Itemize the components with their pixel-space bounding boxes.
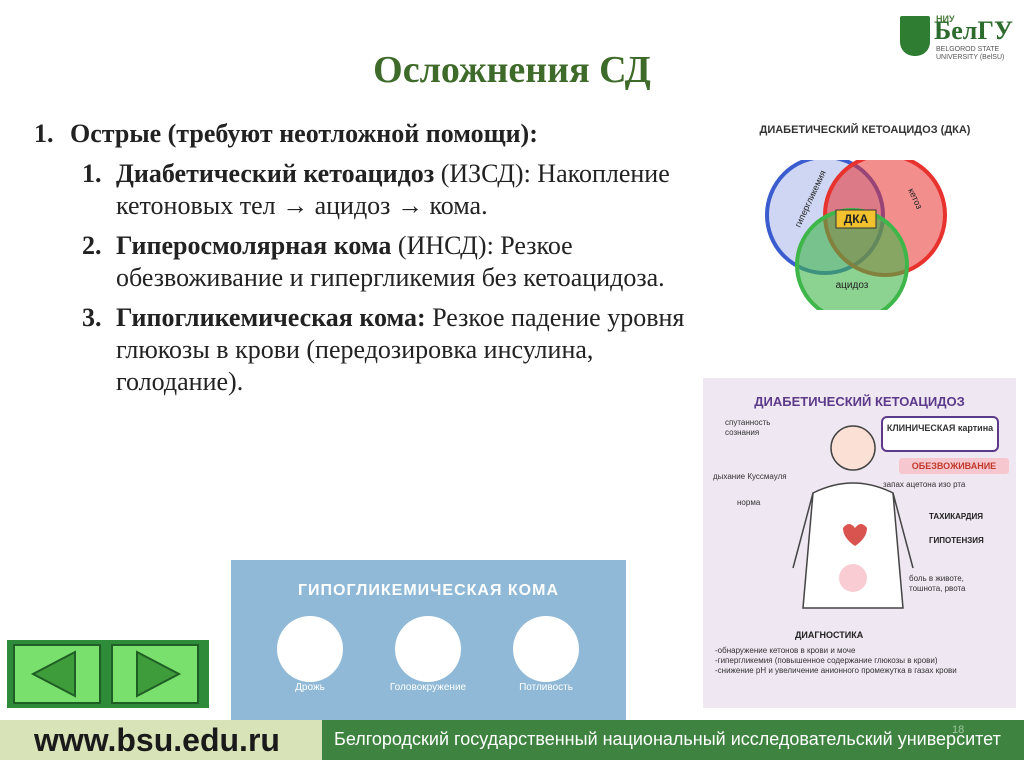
list-number: 1. <box>82 159 102 188</box>
hypo-label-dizziness: Головокружение <box>389 682 467 693</box>
dizziness-person-icon <box>395 616 461 682</box>
university-logo: НИУ БелГУ BELGOROD STATE UNIVERSITY (Bel… <box>900 14 1016 64</box>
hypoglycemic-coma-image: ГИПОГЛИКЕМИЧЕСКАЯ КОМА Дрожь Головокруже… <box>231 560 626 720</box>
list-item-text: Диабетический кетоацидоз (ИЗСД): Накопле… <box>116 158 706 222</box>
list-item-text: Гипогликемическая кома: Резкое падение у… <box>116 302 706 398</box>
list-item-bold: Диабетический кетоацидоз <box>116 159 435 188</box>
footer-url-link[interactable]: www.bsu.edu.ru <box>34 722 280 758</box>
venn-center-box <box>835 209 877 229</box>
venn-label-acidosis: ацидоз <box>836 280 869 291</box>
main-content: 1. Острые (требуют неотложной помощи): 1… <box>34 118 714 398</box>
list-item-rest: (ИНСД): Резкое обезвоживание и гиперглик… <box>116 231 665 292</box>
dka-venn-diagram: ДКА гипергликемия кетоз ацидоз <box>765 160 947 310</box>
clinical-picture-box: КЛИНИЧЕСКАЯ картина <box>881 416 999 452</box>
diagnostics-item: -обнаружение кетонов в крови и моче <box>715 646 856 655</box>
next-slide-button[interactable] <box>111 644 199 704</box>
list-item-bold: Гипогликемическая кома: <box>116 303 426 332</box>
logo-sub-line1: BELGOROD STATE <box>936 46 1000 53</box>
hypo-label-sweating: Потливость <box>519 682 573 693</box>
list-item-rest: Резкое падение уровня глюкозы в крови (п… <box>116 303 685 396</box>
list-number: 2. <box>82 231 102 260</box>
dka-diagram-title: ДИАБЕТИЧЕСКИЙ КЕТОАЦИДОЗ (ДКА) <box>759 124 971 136</box>
logo-top-text: НИУ <box>936 14 955 24</box>
dka-infographic: ДИАБЕТИЧЕСКИЙ КЕТОАЦИДОЗ КЛИНИЧЕСКАЯ кар… <box>703 378 1016 708</box>
diagnostics-list: -обнаружение кетонов в крови и моче -гип… <box>715 646 1010 676</box>
arrow-right-icon <box>136 650 182 698</box>
dehydration-badge: ОБЕЗВОЖИВАНИЕ <box>899 458 1009 474</box>
footer-left: www.bsu.edu.ru <box>0 720 322 760</box>
sweating-person-icon <box>513 616 579 682</box>
list-item: 3. Гипогликемическая кома: Резкое падени… <box>82 302 714 398</box>
list-number: 3. <box>82 303 102 332</box>
hypo-label-tremor: Дрожь <box>295 682 325 693</box>
footer-university-name: Белгородский государственный национальны… <box>334 729 1001 749</box>
logo-shield-icon <box>900 16 930 56</box>
person-figure-icon <box>792 425 914 609</box>
page-title: Осложнения СД <box>373 49 651 91</box>
hypo-image-title: ГИПОГЛИКЕМИЧЕСКАЯ КОМА <box>297 582 559 599</box>
venn-center-label: ДКА <box>844 212 869 226</box>
kussmaul-label: дыхание Куссмауля <box>713 472 787 481</box>
list-item-text: Гиперосмолярная кома (ИНСД): Резкое обез… <box>116 230 706 294</box>
arrow-left-icon <box>30 650 76 698</box>
footer-bar: www.bsu.edu.ru Белгородский государствен… <box>0 720 1024 760</box>
norm-label: норма <box>737 498 761 507</box>
logo-sub-line2: UNIVERSITY (BelSU) <box>936 54 1005 61</box>
page-number: 18 <box>952 724 965 736</box>
list-number: 1. <box>34 119 54 148</box>
diagnostics-heading: ДИАГНОСТИКА <box>795 630 864 640</box>
footer-right: Белгородский государственный национальны… <box>322 720 1024 760</box>
logo-main-text: БелГУ <box>934 16 1013 45</box>
list-heading: Острые (требуют неотложной помощи): <box>70 119 538 148</box>
logo-subtitle: BELGOROD STATE UNIVERSITY (BelSU) <box>936 46 1016 62</box>
diagnostics-item: -снижение pH и увеличение анионного пром… <box>715 666 957 675</box>
confusion-label: спутанность сознания <box>725 418 771 437</box>
diagnostics-item: -гипергликемия (повышенное содержание гл… <box>715 656 938 665</box>
acetone-label: запах ацетона изо рта <box>883 480 966 489</box>
list-item-bold: Гиперосмолярная кома <box>116 231 392 260</box>
list-item: 1. Диабетический кетоацидоз (ИЗСД): Нако… <box>82 158 714 222</box>
list-item: 2. Гиперосмолярная кома (ИНСД): Резкое о… <box>82 230 714 294</box>
pain-label: боль в животе, тошнота, рвота <box>909 574 966 593</box>
hypotension-label: ГИПОТЕНЗИЯ <box>929 536 984 545</box>
list-item-rest: (ИЗСД): Накопление кетоновых тел → ацидо… <box>116 159 670 220</box>
slide-navigation <box>7 640 209 708</box>
tachycardia-label: ТАХИКАРДИЯ <box>929 512 983 521</box>
list-level1: 1. Острые (требуют неотложной помощи): <box>34 118 714 150</box>
infographic-title: ДИАБЕТИЧЕСКИЙ КЕТОАЦИДОЗ <box>754 394 965 409</box>
prev-slide-button[interactable] <box>13 644 101 704</box>
tremor-person-icon <box>277 616 343 682</box>
